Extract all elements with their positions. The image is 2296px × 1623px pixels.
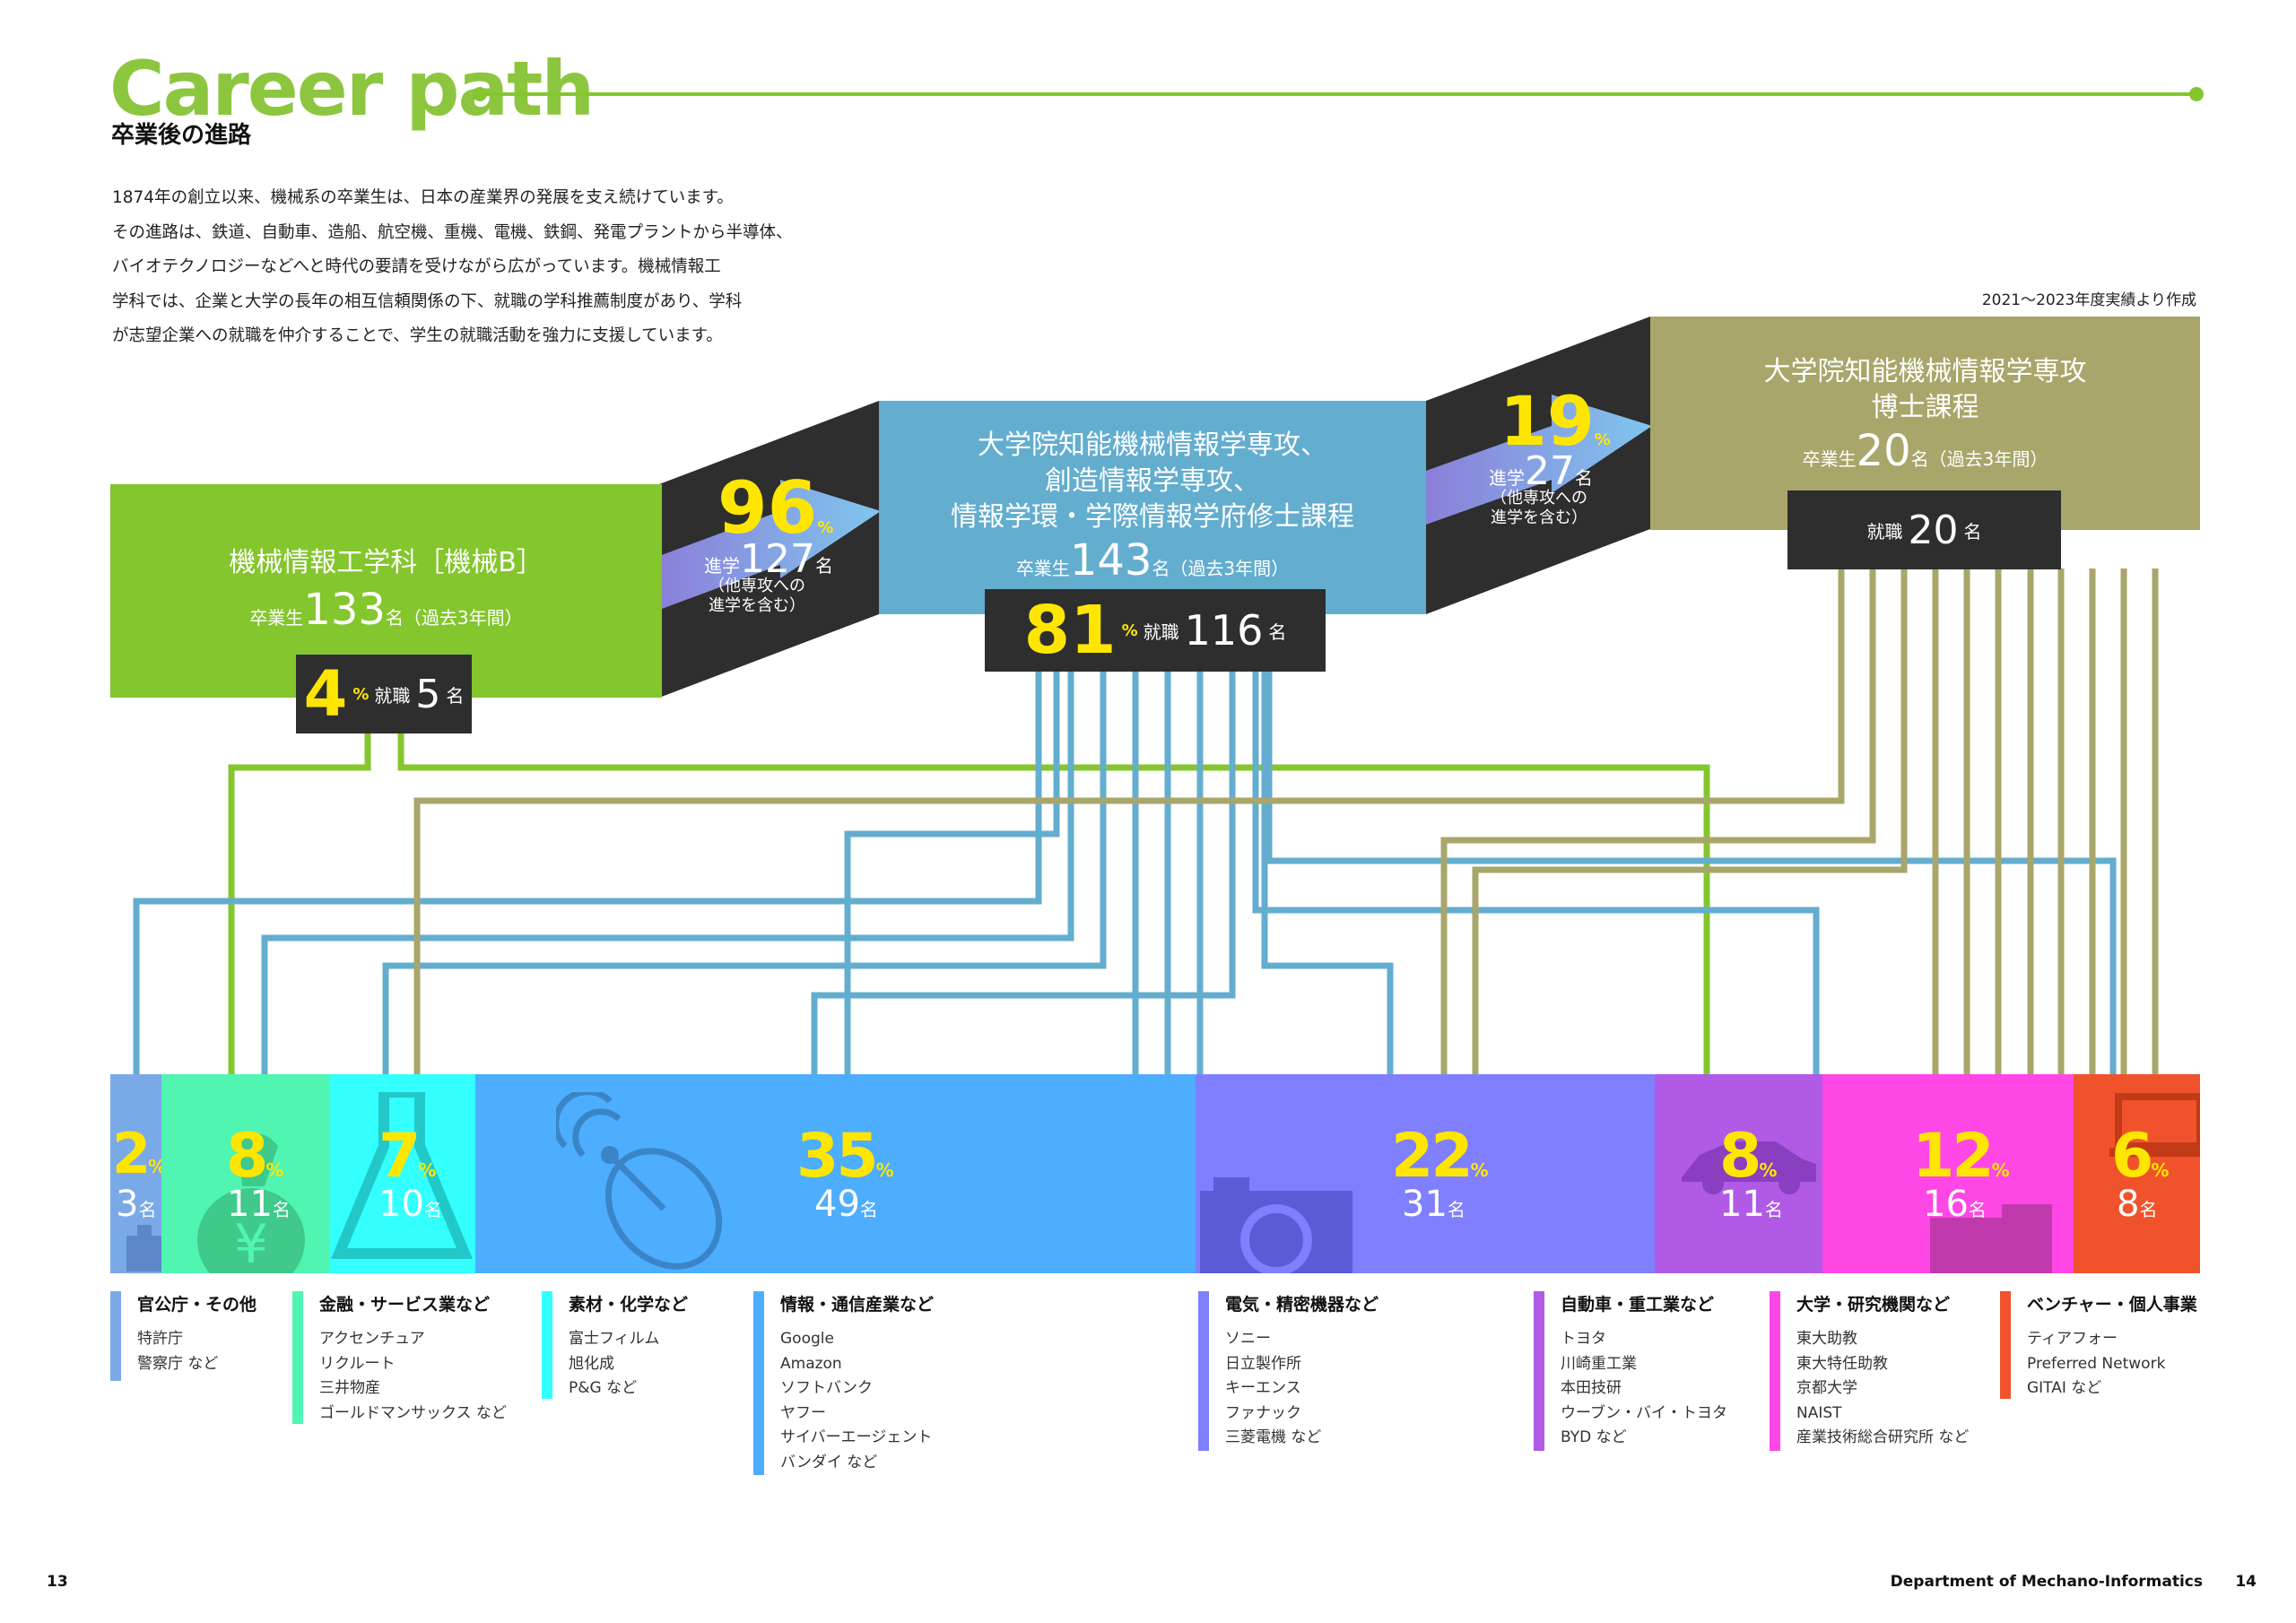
legend-finance: 金融・サービス業など アクセンチュアリクルート三井物産ゴールドマンサックス など — [292, 1291, 508, 1424]
flask-icon — [331, 1092, 473, 1259]
arrow1-count: 進学127名 — [704, 536, 833, 582]
category-academia: 12% 16名 — [1822, 1074, 2074, 1273]
university-building-icon — [1930, 1204, 2052, 1273]
stage-master-title: 大学院知能機械情報学専攻、 創造情報学専攻、 情報学環・学際情報学府修士課程 — [951, 430, 1354, 533]
stage-undergrad-title: 機械情報工学科［機械B］ — [229, 547, 544, 578]
car-icon — [1682, 1141, 1816, 1194]
intro-text: 1874年の創立以来、機械系の卒業生は、日本の産業界の発展を支え続けています。 … — [112, 188, 793, 345]
arrow2-count: 進学27名 — [1489, 448, 1593, 494]
money-bag-icon: ¥ — [197, 1133, 305, 1273]
arrow-undergrad-master — [659, 480, 881, 610]
arrow1-note: （他専攻への進学を含む） — [709, 577, 805, 615]
stage-doctor-title: 大学院知能機械情報学専攻 博士課程 — [1763, 356, 2087, 423]
stage-doctor: 大学院知能機械情報学専攻 博士課程 卒業生20名（過去3年間） — [1650, 317, 2200, 530]
building-icon — [126, 1225, 161, 1271]
page-subtitle: 卒業後の進路 — [111, 122, 252, 149]
laptop-icon — [2109, 1093, 2200, 1157]
svg-text:¥: ¥ — [234, 1213, 268, 1273]
category-finance: ¥ 8% 11名 — [161, 1074, 330, 1273]
stage-undergrad-stats: 卒業生133名（過去3年間） — [249, 585, 523, 635]
satellite-dish-icon — [556, 1092, 723, 1270]
title-rule — [473, 87, 2204, 101]
category-venture: 6% 8名 — [2074, 1074, 2200, 1273]
category-electronics: 22% 31名 — [1196, 1074, 1655, 1273]
data-source-note: 2021～2023年度実績より作成 — [1981, 291, 2196, 309]
page-number-right: 14 — [2235, 1573, 2257, 1591]
stage-doctor-stats: 卒業生20名（過去3年間） — [1802, 426, 2048, 476]
stage-master-stats: 卒業生143名（過去3年間） — [1015, 535, 1290, 586]
arrow2-percent: 19% — [1500, 381, 1611, 461]
connectors-undergrad — [228, 733, 1710, 1076]
category-automotive: 8% 11名 — [1655, 1074, 1822, 1273]
category-materials: 7% 10名 — [330, 1074, 475, 1273]
stage-master: 大学院知能機械情報学専攻、 創造情報学専攻、 情報学環・学際情報学府修士課程 卒… — [879, 401, 1426, 614]
connectors-doctor — [413, 568, 2159, 1076]
page-title: Career path — [109, 45, 595, 133]
legend-government: 官公庁・その他 特許庁警察庁 など — [110, 1291, 326, 1381]
arrow2-note: （他専攻への進学を含む） — [1491, 489, 1587, 527]
category-it: 35% 49名 — [475, 1074, 1196, 1273]
arrow1-percent: 96% — [718, 466, 834, 550]
department-name: Department of Mechano-Informatics — [1890, 1573, 2203, 1591]
page-number-left: 13 — [47, 1573, 68, 1591]
category-government: 2% 3名 — [110, 1074, 161, 1273]
camera-icon — [1200, 1177, 1352, 1273]
arrow-master-doctor — [1426, 395, 1652, 525]
legend-electronics: 電気・精密機器など ソニー日立製作所キーエンスファナック三菱電機 など — [1198, 1291, 1413, 1451]
